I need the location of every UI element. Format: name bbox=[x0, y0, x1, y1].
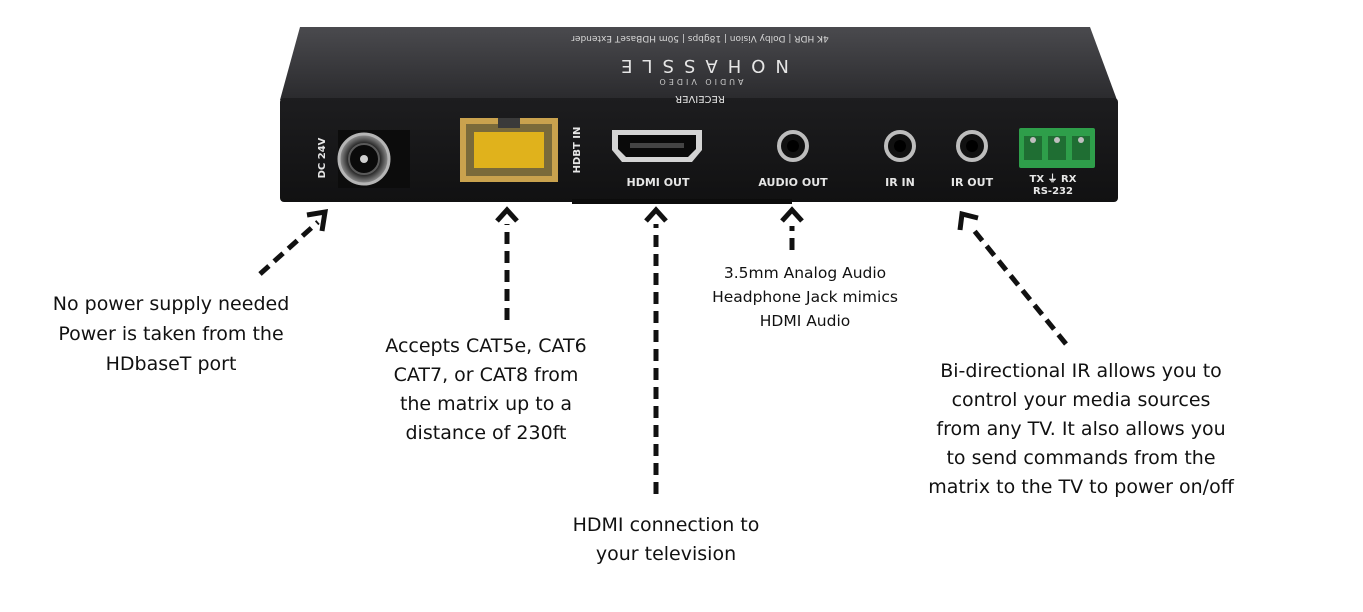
ir-in-label: IR IN bbox=[885, 176, 915, 189]
rs232-terminal-block bbox=[1019, 128, 1095, 168]
dc-label: DC 24V bbox=[317, 137, 328, 178]
callout-audio: 3.5mm Analog Audio Headphone Jack mimics… bbox=[690, 261, 920, 333]
hdmi-label: HDMI OUT bbox=[627, 176, 690, 189]
callout-ir: Bi-directional IR allows you to control … bbox=[906, 357, 1256, 502]
device-brand: NOHASSLE bbox=[611, 55, 789, 76]
arrowhead-audio bbox=[780, 206, 804, 223]
ir-out-label: IR OUT bbox=[951, 176, 994, 189]
callout-ir-line: from any TV. It also allows you bbox=[936, 418, 1226, 440]
hdbt-label: HDBT IN bbox=[572, 127, 583, 174]
dc-power-jack bbox=[337, 130, 410, 188]
hdbt-rj45-port bbox=[460, 118, 558, 182]
arrowhead-ir bbox=[957, 210, 979, 231]
hdmi-out-port bbox=[612, 130, 702, 162]
callout-cat-line: Accepts CAT5e, CAT6 bbox=[385, 335, 587, 357]
ir-in-jack bbox=[884, 130, 916, 162]
callout-hdmi-line: HDMI connection to bbox=[572, 514, 760, 536]
ir-out-jack bbox=[956, 130, 988, 162]
callout-audio-line: 3.5mm Analog Audio bbox=[723, 264, 887, 282]
callout-ir-line: matrix to the TV to power on/off bbox=[928, 476, 1234, 498]
callout-cat-line: the matrix up to a bbox=[399, 393, 573, 415]
rs232-label: RS-232 bbox=[1033, 186, 1073, 197]
callout-power-line: Power is taken from the bbox=[58, 323, 284, 345]
callout-hdmi-line: your television bbox=[595, 543, 737, 565]
arrowhead-hdmi bbox=[644, 206, 668, 223]
device-foot bbox=[572, 199, 792, 204]
callout-cat-line: CAT7, or CAT8 from bbox=[393, 364, 579, 386]
callout-ir-line: Bi-directional IR allows you to bbox=[940, 360, 1222, 382]
callout-cat: Accepts CAT5e, CAT6 CAT7, or CAT8 from t… bbox=[366, 332, 606, 448]
callout-hdmi: HDMI connection to your television bbox=[556, 511, 776, 569]
callout-ir-line: to send commands from the bbox=[946, 447, 1216, 469]
arrow-heads bbox=[306, 206, 979, 232]
arrowhead-cat bbox=[495, 206, 519, 223]
audio-out-jack bbox=[777, 130, 809, 162]
callout-power: No power supply needed Power is taken fr… bbox=[40, 289, 302, 379]
callout-audio-line: Headphone Jack mimics bbox=[712, 288, 898, 306]
callout-power-line: HDbaseT port bbox=[105, 353, 237, 375]
terminal-pin-label: TX ⏚ RX bbox=[1030, 173, 1077, 185]
callout-arrows bbox=[258, 220, 1068, 494]
receiver-device: 4K HDR | Dolby Vision | 18gbps | 50m HDB… bbox=[280, 27, 1118, 204]
arrow-power bbox=[258, 220, 320, 276]
device-model: RECEIVER bbox=[675, 93, 725, 104]
arrow-ir bbox=[970, 226, 1068, 346]
callout-power-line: No power supply needed bbox=[52, 293, 290, 315]
device-sub-brand: AUDIO VIDEO bbox=[656, 77, 743, 86]
callout-ir-line: control your media sources bbox=[951, 389, 1211, 411]
callout-cat-line: distance of 230ft bbox=[405, 422, 567, 444]
audio-label: AUDIO OUT bbox=[758, 176, 828, 189]
device-lid bbox=[280, 27, 1117, 100]
device-top-text: 4K HDR | Dolby Vision | 18gbps | 50m HDB… bbox=[571, 33, 829, 43]
callout-audio-line: HDMI Audio bbox=[759, 312, 851, 330]
arrowhead-power bbox=[306, 208, 329, 232]
